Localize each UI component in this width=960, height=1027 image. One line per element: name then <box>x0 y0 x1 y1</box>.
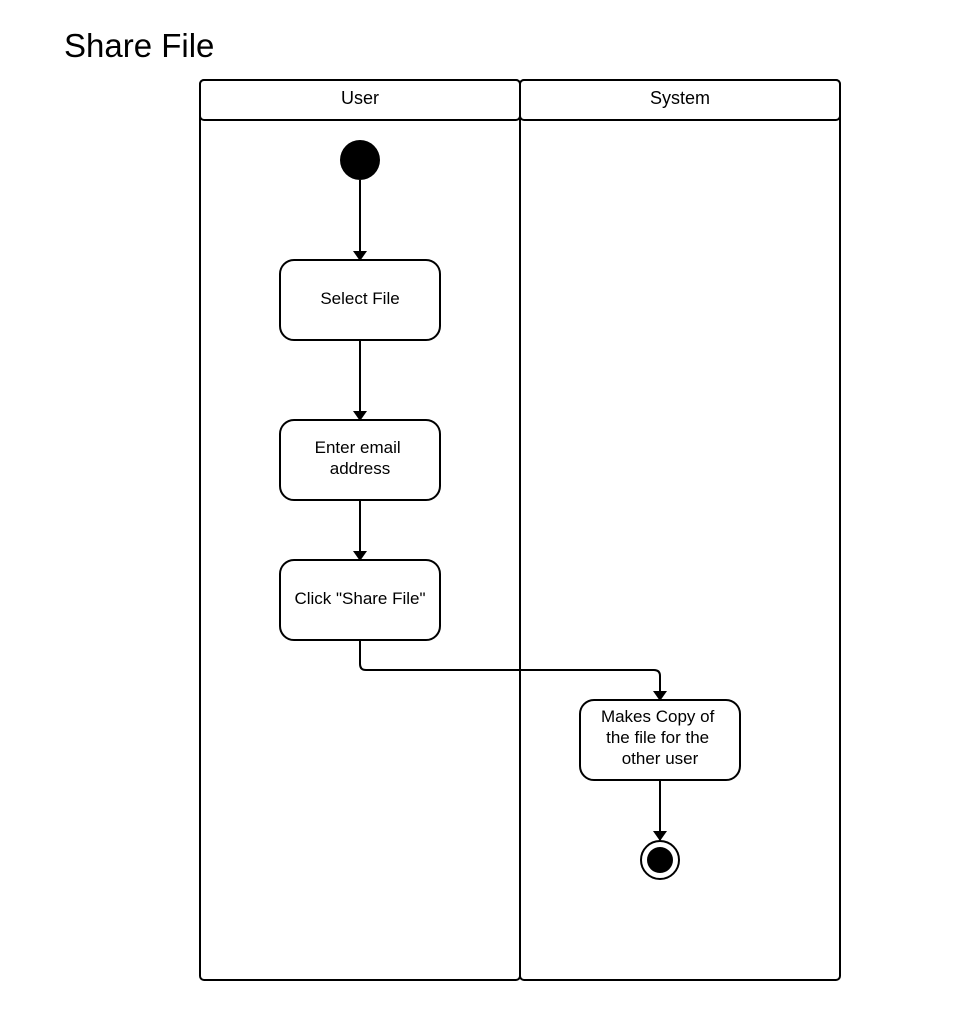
action-click-share-file: Click "Share File" <box>279 559 441 641</box>
end-node <box>640 840 680 880</box>
action-enter-email-label: Enter email address <box>315 438 406 478</box>
flow-click-share-to-makes-copy <box>359 640 667 701</box>
swimlane-user-label: User <box>341 88 379 108</box>
end-node-dot <box>647 847 673 873</box>
action-makes-copy: Makes Copy of the file for the other use… <box>579 699 741 781</box>
start-node <box>340 140 380 180</box>
swimlane-system-header <box>519 79 841 121</box>
action-makes-copy-label: Makes Copy of the file for the other use… <box>601 707 719 768</box>
swimlane-system: System <box>519 79 841 981</box>
action-select-file-box <box>279 259 441 341</box>
action-enter-email: Enter email address <box>279 419 441 501</box>
page-title: Share File <box>64 27 215 64</box>
action-makes-copy-box <box>579 699 741 781</box>
action-enter-email-box <box>279 419 441 501</box>
action-select-file: Select File <box>279 259 441 341</box>
swimlane-system-body <box>519 79 841 981</box>
action-click-share-file-label: Click "Share File" <box>294 589 425 608</box>
action-click-share-file-box <box>279 559 441 641</box>
swimlane-system-label: System <box>650 88 710 108</box>
action-select-file-label: Select File <box>320 289 399 308</box>
